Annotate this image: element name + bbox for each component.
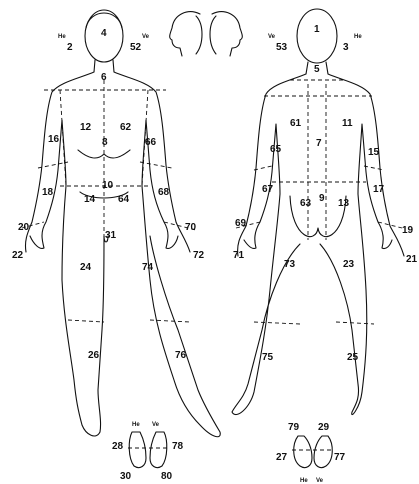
front-region-4: 4 [101,28,107,39]
back-region-19: 19 [402,225,414,236]
back-region-73: 73 [284,259,296,270]
back-region-7: 7 [316,138,322,149]
back-region-11: 11 [342,118,353,129]
front-region-12: 12 [80,122,92,133]
head-profile-right [210,12,242,56]
front-region-66: 66 [145,137,157,148]
back-region-67: 67 [262,184,274,195]
front-region-31: 31 [105,230,117,241]
foot-region-29: 29 [318,422,330,433]
front-region-24: 24 [80,262,92,273]
front-region-20: 20 [18,222,30,233]
foot-region-28: 28 [112,441,124,452]
back-region-13: 13 [338,198,350,209]
back-region-53: 53 [276,42,288,53]
head-profiles [170,12,243,56]
back-side-label-left: Ve [268,34,276,40]
back-region-23: 23 [343,259,355,270]
front-region-68: 68 [158,187,170,198]
front-side-label-left: He [58,34,66,40]
front-region-26: 26 [88,350,100,361]
front-region-70: 70 [185,222,197,233]
back-region-63: 63 [300,198,312,209]
front-region-2: 2 [67,42,73,53]
foot-region-77: 77 [334,452,346,463]
front-region-64: 64 [118,194,130,205]
back-region-1: 1 [314,24,320,35]
back-feet: 79 29 27 77 He Ve [276,422,346,484]
foot-region-30: 30 [120,471,132,482]
back-region-65: 65 [270,144,282,155]
front-region-8: 8 [102,137,108,148]
foot-region-80: 80 [161,471,173,482]
foot-region-78: 78 [172,441,184,452]
back-region-5: 5 [314,64,320,75]
head-profile-left [170,12,202,56]
back-side-label-right: He [354,34,362,40]
front-region-6: 6 [101,72,107,83]
back-labels: Ve He 1 53 3 5 61 11 7 65 15 67 17 63 9 … [233,24,418,363]
front-region-10: 10 [102,180,114,191]
front-feet-label-right: Ve [152,422,160,428]
front-feet: He Ve 28 78 30 80 [112,422,184,482]
back-region-15: 15 [368,147,380,158]
back-region-69: 69 [235,218,247,229]
back-region-21: 21 [406,254,418,265]
front-region-18: 18 [42,187,54,198]
front-region-74: 74 [142,262,154,273]
front-region-62: 62 [120,122,132,133]
front-side-label-right: Ve [142,34,150,40]
back-region-3: 3 [343,42,349,53]
front-region-16: 16 [48,134,60,145]
foot-region-79: 79 [288,422,300,433]
front-feet-label-left: He [132,422,140,428]
front-region-52: 52 [130,42,142,53]
back-region-71: 71 [233,250,245,261]
front-region-72: 72 [193,250,205,261]
back-region-25: 25 [347,352,359,363]
back-feet-label-right: Ve [316,478,324,484]
back-region-61: 61 [290,118,302,129]
foot-region-27: 27 [276,452,288,463]
front-region-22: 22 [12,250,24,261]
front-region-14: 14 [84,194,96,205]
front-region-76: 76 [175,350,187,361]
front-labels: He Ve 4 2 52 6 12 62 8 16 66 18 68 10 14… [12,28,205,361]
back-region-9: 9 [319,193,325,204]
back-region-75: 75 [262,352,274,363]
back-region-17: 17 [373,184,385,195]
back-feet-label-left: He [300,478,308,484]
